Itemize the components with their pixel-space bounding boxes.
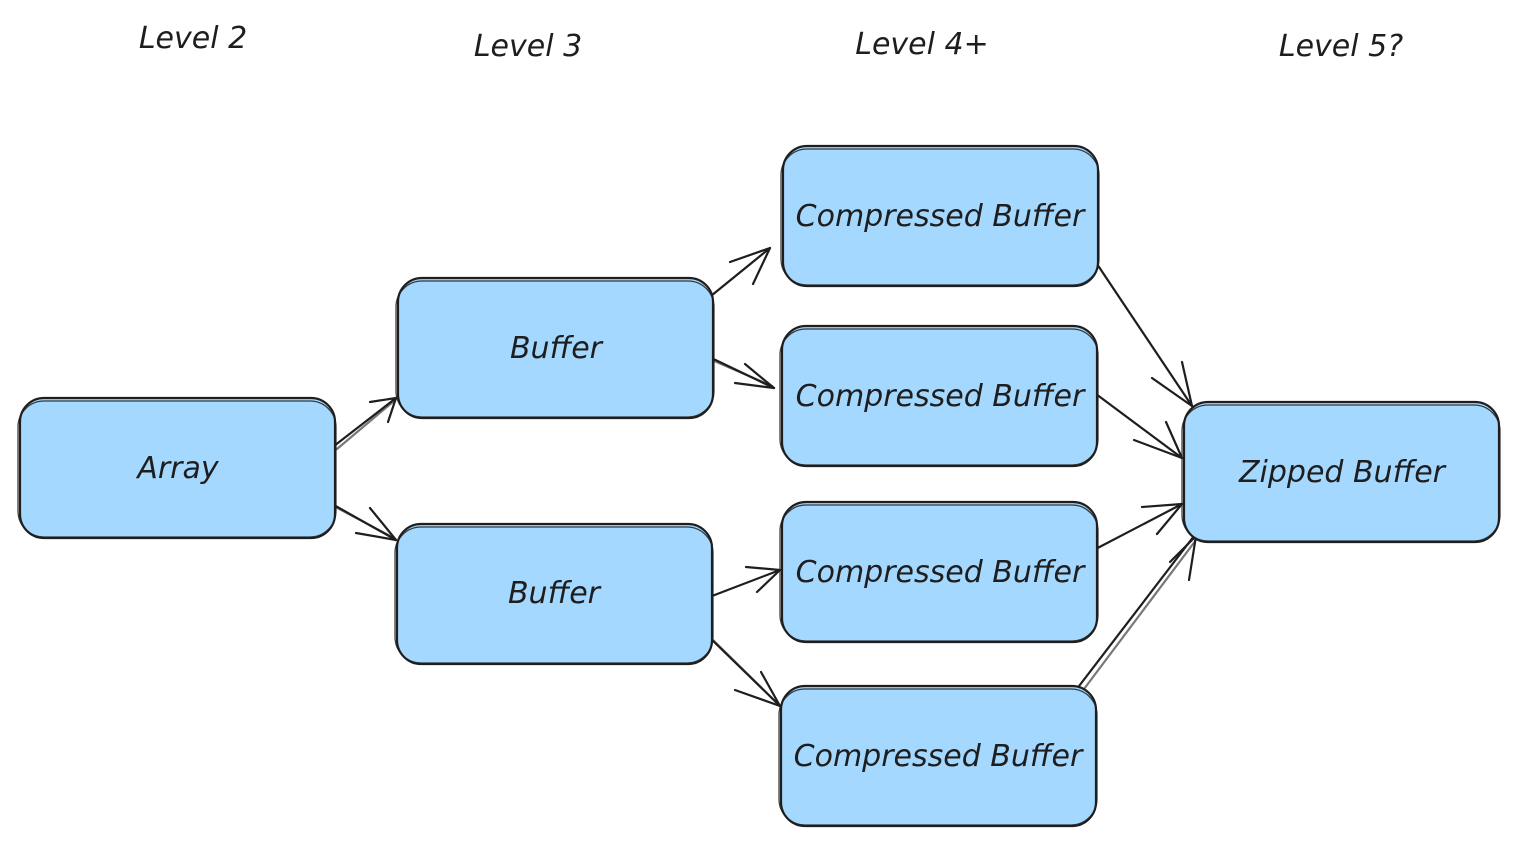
edge-array-to-buffer-1 (332, 396, 398, 451)
edge-buffer-1-to-compressed-1 (704, 246, 772, 302)
node-compressed-buffer-4[interactable]: Compressed Buffer (778, 684, 1098, 828)
node-compressed-buffer-1[interactable]: Compressed Buffer (780, 144, 1100, 288)
node-compressed-buffer-3-label: Compressed Buffer (796, 555, 1086, 590)
level-label-2: Level 2 (139, 21, 247, 56)
level-labels: Level 2 Level 3 Level 4+ Level 5? (139, 21, 1403, 64)
node-compressed-buffer-3[interactable]: Compressed Buffer (779, 500, 1099, 644)
edge-compressed-1-to-zipped (1095, 262, 1194, 408)
node-compressed-buffer-1-label: Compressed Buffer (796, 199, 1086, 234)
level-label-3: Level 3 (474, 29, 582, 64)
node-buffer-2-label: Buffer (508, 576, 602, 611)
edge-compressed-2-to-zipped (1094, 392, 1184, 460)
node-compressed-buffer-4-label: Compressed Buffer (794, 739, 1084, 774)
node-buffer-1-label: Buffer (510, 331, 604, 366)
edge-compressed-3-to-zipped (1086, 502, 1184, 555)
node-zipped-buffer-label: Zipped Buffer (1238, 455, 1447, 490)
node-array[interactable]: Array (17, 396, 337, 540)
node-compressed-buffer-2[interactable]: Compressed Buffer (779, 324, 1099, 468)
node-buffer-1[interactable]: Buffer (395, 276, 715, 420)
node-array-label: Array (135, 451, 220, 486)
edge-buffer-2-to-compressed-4 (706, 634, 782, 708)
edge-array-to-buffer-2 (323, 498, 398, 542)
edge-buffer-1-to-compressed-2 (701, 352, 776, 390)
node-compressed-buffer-2-label: Compressed Buffer (796, 379, 1086, 414)
node-buffer-2[interactable]: Buffer (394, 522, 714, 666)
nodes: Array Buffer Buffer Compressed Buffer Co… (17, 144, 1501, 828)
edge-buffer-2-to-compressed-3 (710, 565, 782, 598)
level-label-5: Level 5? (1279, 29, 1403, 64)
level-label-4: Level 4+ (855, 27, 988, 62)
node-zipped-buffer[interactable]: Zipped Buffer (1181, 400, 1501, 544)
